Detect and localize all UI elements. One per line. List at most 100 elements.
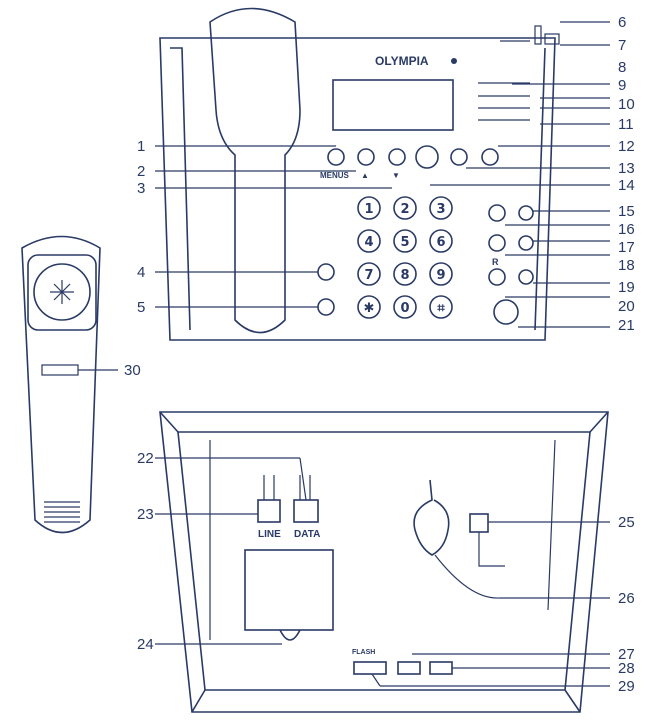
keypad-key-label: 0 [400, 301, 409, 316]
lcd-display [332, 79, 454, 131]
keypad-key-circle[interactable] [393, 196, 417, 220]
redial-button[interactable] [450, 148, 468, 166]
down-label: ▼ [392, 171, 400, 180]
earpiece [33, 263, 91, 321]
callout-8: 8 [618, 59, 626, 76]
down-button[interactable] [388, 148, 406, 166]
keypad-key-circle[interactable] [429, 295, 453, 319]
button-15[interactable] [488, 204, 506, 222]
cable-clip [279, 629, 301, 641]
keypad-key-circle[interactable] [429, 196, 453, 220]
callout-30: 30 [124, 362, 141, 379]
keypad-key-label: 3 [436, 202, 445, 217]
mode-switch[interactable] [429, 661, 453, 675]
keypad-key-label: 5 [400, 235, 409, 250]
callout-24: 24 [137, 636, 154, 653]
keypad-key-circle[interactable] [357, 295, 381, 319]
speaker-button[interactable] [493, 299, 519, 325]
flash-label: FLASH [352, 649, 375, 656]
line-label: LINE [258, 529, 281, 540]
right-buttons: R [488, 204, 534, 325]
keypad-key-circle[interactable] [357, 262, 381, 286]
side-button-4[interactable] [317, 263, 335, 281]
keypad-key-label: 8 [400, 268, 409, 283]
keypad-key-circle[interactable] [357, 196, 381, 220]
r-label: R [492, 257, 499, 267]
keypad-key-label: 6 [436, 235, 445, 250]
handset-front[interactable] [209, 7, 301, 334]
callout-20: 20 [618, 298, 635, 315]
r-button[interactable] [488, 268, 506, 286]
callout-4: 4 [137, 264, 145, 281]
function-buttons: MENUS ▲ ▼ [320, 145, 499, 180]
cord-outlet [413, 479, 450, 556]
keypad-key-label: ✱ [364, 301, 375, 316]
menus-button[interactable] [327, 148, 345, 166]
callout-25: 25 [618, 514, 635, 531]
delete-button[interactable] [481, 148, 499, 166]
menus-label: MENUS [320, 171, 350, 180]
callout-2: 2 [137, 163, 145, 180]
line-socket [257, 499, 281, 523]
mouthpiece-grille [44, 501, 80, 523]
callout-7: 7 [618, 37, 626, 54]
data-socket [293, 499, 319, 523]
callout-3: 3 [137, 180, 145, 197]
callout-14: 14 [618, 177, 635, 194]
callout-10: 10 [618, 96, 635, 113]
side-button-5[interactable] [317, 298, 335, 316]
button-16[interactable] [518, 205, 534, 221]
phone-base-back: LINE DATA FLASH [159, 411, 609, 713]
callout-16: 16 [618, 221, 635, 238]
callout-13: 13 [618, 160, 635, 177]
callout-11: 11 [618, 116, 634, 133]
keypad-key-circle[interactable] [393, 262, 417, 286]
brand-logo: OLYMPIA [375, 54, 429, 68]
flash-switch[interactable] [353, 661, 387, 675]
handset-switch [41, 364, 79, 376]
callout-27: 27 [618, 646, 635, 663]
handset-side [21, 235, 101, 534]
callout-21: 21 [618, 317, 635, 334]
keypad-key-circle[interactable] [429, 229, 453, 253]
callout-numbers: 1 2 3 4 5 6 7 8 9 10 11 12 13 14 15 16 1… [124, 14, 635, 695]
call-list-button[interactable] [415, 145, 439, 169]
button-18[interactable] [518, 235, 534, 251]
callout-lines [78, 21, 610, 687]
data-label: DATA [294, 529, 320, 540]
callout-28: 28 [618, 660, 635, 677]
callout-5: 5 [137, 299, 145, 316]
callout-26: 26 [618, 590, 635, 607]
brand-dot [451, 58, 457, 64]
ringer-switch[interactable] [397, 661, 421, 675]
keypad-key-label: 7 [364, 268, 373, 283]
keypad-key-circle[interactable] [393, 229, 417, 253]
keypad-key-label: 2 [400, 202, 409, 217]
keypad-key-circle[interactable] [357, 229, 381, 253]
button-17[interactable] [488, 234, 506, 252]
callout-17: 17 [618, 239, 635, 256]
callout-29: 29 [618, 678, 635, 695]
callout-12: 12 [618, 138, 635, 155]
callout-22: 22 [137, 450, 154, 467]
indicator-group [500, 25, 560, 45]
callout-18: 18 [618, 257, 635, 274]
callout-19: 19 [618, 279, 635, 296]
callout-23: 23 [137, 506, 154, 523]
up-label: ▲ [361, 171, 369, 180]
up-button[interactable] [357, 148, 375, 166]
button-19[interactable] [518, 269, 534, 285]
callout-1: 1 [137, 138, 145, 155]
keypad-key-circle[interactable] [393, 295, 417, 319]
wall-socket [469, 513, 489, 533]
earpiece-starburst [50, 280, 74, 304]
phone-base-front: OLYMPIA [159, 37, 556, 341]
keypad-key-circle[interactable] [429, 262, 453, 286]
callout-9: 9 [618, 77, 626, 94]
callout-15: 15 [618, 203, 635, 220]
compartment [244, 549, 334, 631]
keypad-key-label: ⌗ [436, 301, 445, 316]
keypad-key-label: 9 [436, 268, 445, 283]
